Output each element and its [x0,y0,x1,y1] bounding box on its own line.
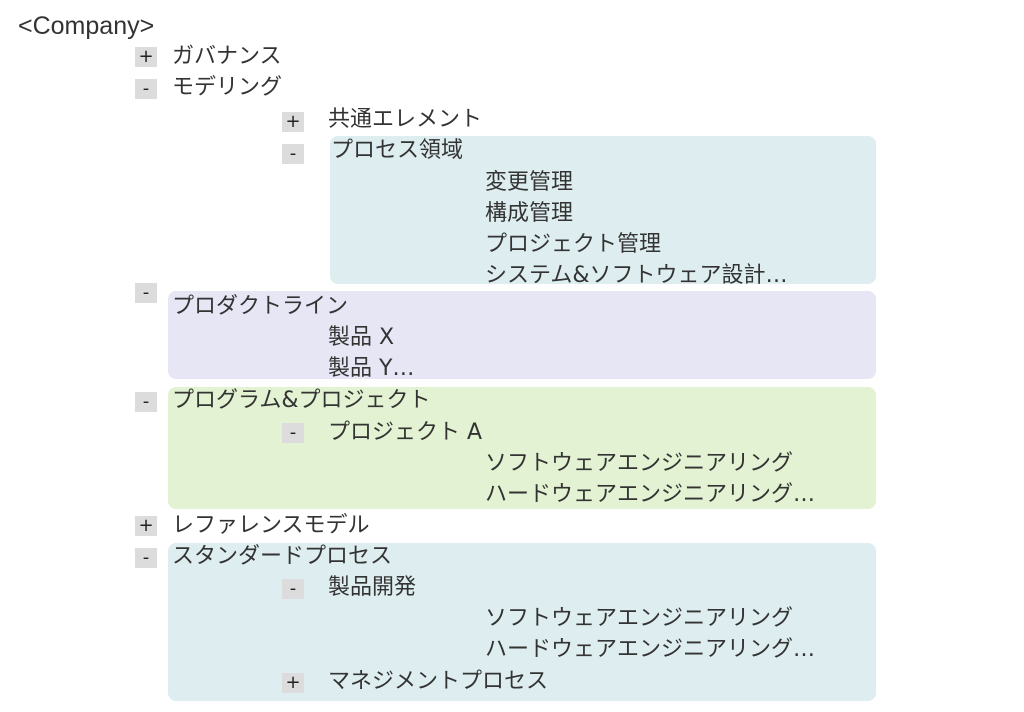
tree-node-programs-projects[interactable]: プログラム&プロジェクト [172,388,431,413]
tree-node-product-line[interactable]: プロダクトライン [172,294,349,319]
tree-node-common-elements[interactable]: 共通エレメント [328,107,483,132]
tree-node-project-a[interactable]: プロジェクト A [328,420,483,445]
tree-node-governance[interactable]: ガバナンス [172,44,282,69]
collapse-toggle-product-development[interactable]: - [282,579,304,599]
tree-node-management-process[interactable]: マネジメントプロセス [328,669,549,694]
tree-leaf-software-engineering-std[interactable]: ソフトウェアエンジニアリング [485,606,794,631]
product-line-region [168,291,876,379]
expand-toggle-reference-model[interactable]: + [135,516,157,536]
tree-node-modeling[interactable]: モデリング [172,75,283,100]
tree-node-process-area[interactable]: プロセス領域 [331,138,464,163]
process-area-region [330,136,876,284]
expand-toggle-common-elements[interactable]: + [282,112,304,132]
tree-node-product-development[interactable]: 製品開発 [328,575,417,600]
tree-node-standard-process[interactable]: スタンダードプロセス [172,544,393,569]
expand-toggle-management-process[interactable]: + [282,673,304,693]
collapse-toggle-programs-projects[interactable]: - [135,392,157,412]
tree-leaf-software-engineering-a[interactable]: ソフトウェアエンジニアリング [485,451,794,476]
tree-node-reference-model[interactable]: レファレンスモデル [172,513,370,538]
tree-leaf-hardware-engineering-std[interactable]: ハードウェアエンジニアリング… [485,637,816,662]
tree-leaf-change-management[interactable]: 変更管理 [485,170,574,195]
tree-leaf-product-x[interactable]: 製品 X [328,325,395,350]
tree-leaf-configuration-management[interactable]: 構成管理 [485,201,574,226]
collapse-toggle-modeling[interactable]: - [135,79,157,99]
collapse-toggle-product-line[interactable]: - [135,283,157,303]
tree-leaf-product-y[interactable]: 製品 Y… [328,356,415,381]
tree-leaf-project-management[interactable]: プロジェクト管理 [485,232,662,257]
programs-projects-region [168,387,876,509]
tree-leaf-system-software-design[interactable]: システム&ソフトウェア設計… [485,263,788,288]
tree-leaf-hardware-engineering-a[interactable]: ハードウェアエンジニアリング… [485,482,816,507]
collapse-toggle-standard-process[interactable]: - [135,548,157,568]
collapse-toggle-project-a[interactable]: - [282,423,304,443]
company-root-title: <Company> [18,12,155,40]
expand-toggle-governance[interactable]: + [135,47,157,67]
collapse-toggle-process-area[interactable]: - [282,144,304,164]
